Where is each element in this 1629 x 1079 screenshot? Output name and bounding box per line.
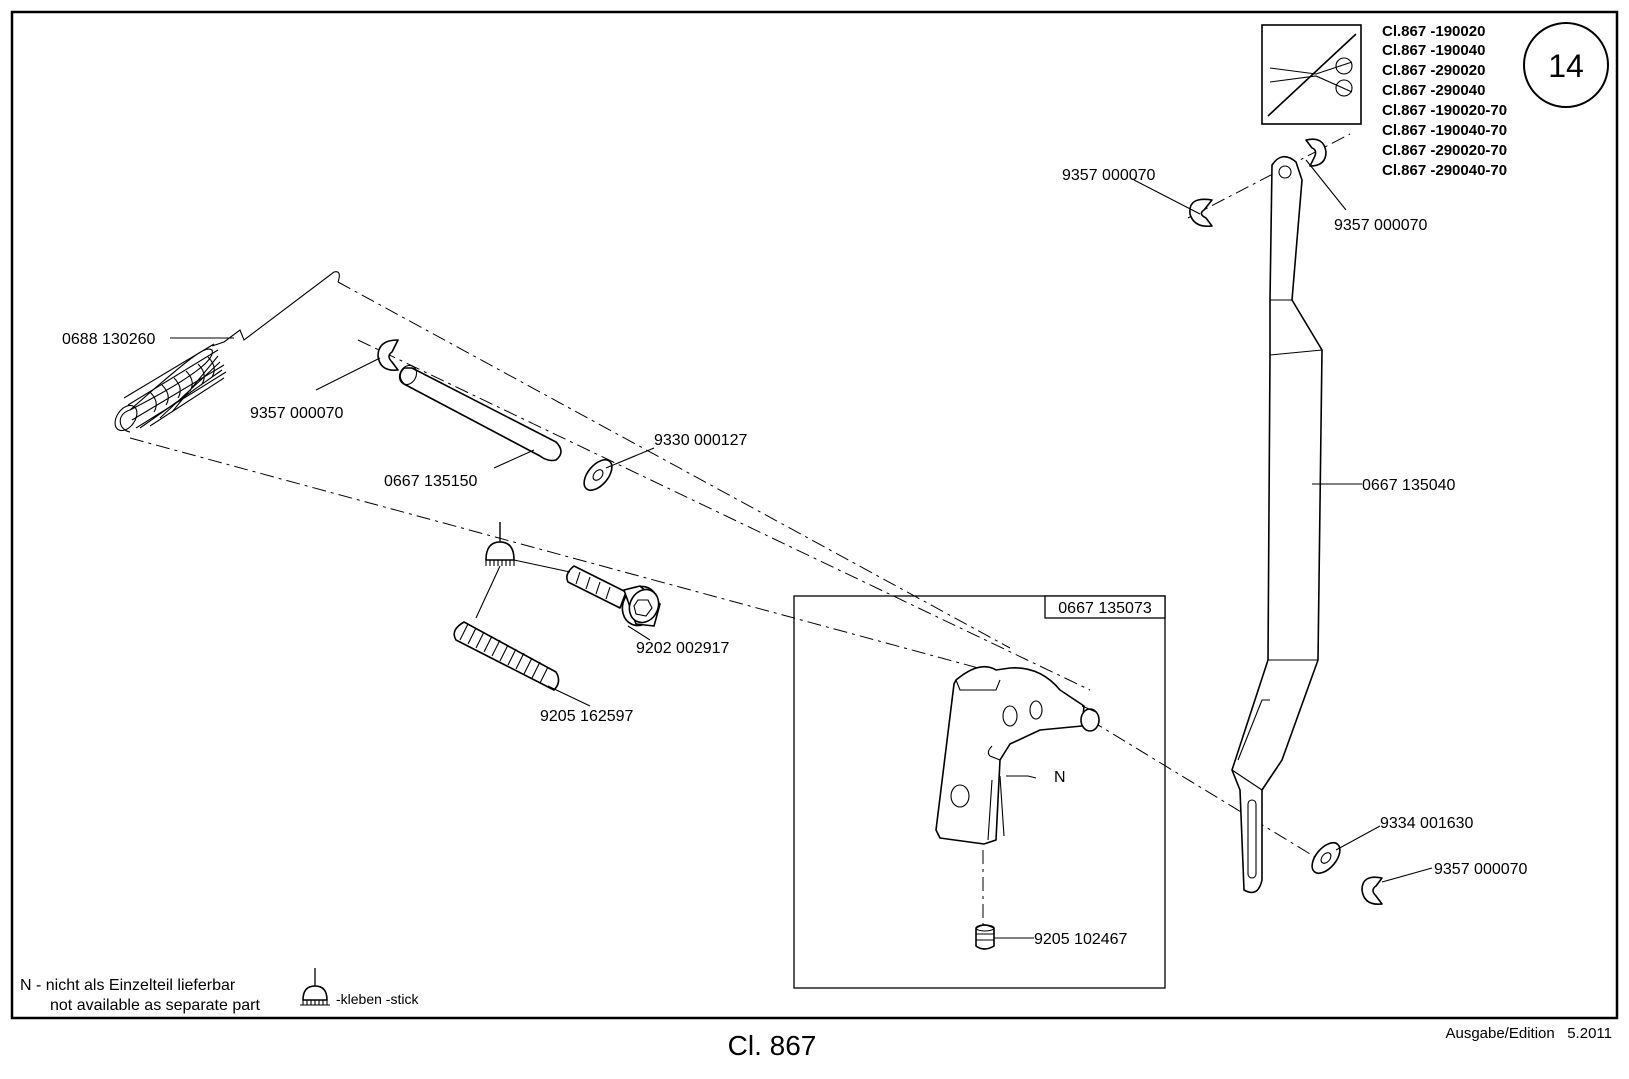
glue-legend-icon [300, 968, 330, 1006]
label-screw: 9202 002917 [636, 640, 730, 657]
spring-part [114, 271, 340, 433]
washer-pin [583, 458, 613, 492]
machine-class-item: Cl.867 -190020 [1382, 23, 1485, 40]
label-washer-pin: 9330 000127 [654, 432, 748, 449]
machine-class-item: Cl.867 -290040 [1382, 82, 1485, 99]
legend: N - nicht als Einzelteil lieferbar not a… [20, 968, 419, 1014]
label-spring: 0688 130260 [62, 331, 156, 348]
machine-class-item: Cl.867 -190040 [1382, 42, 1485, 59]
label-clip-top-left: 9357 000070 [1062, 167, 1156, 184]
lever-part [1231, 155, 1323, 894]
machine-class-item: Cl.867 -290020 [1382, 62, 1485, 79]
pin-part [398, 364, 562, 462]
label-n-marker: N [1054, 769, 1066, 786]
footer-title: Cl. 867 [728, 1030, 817, 1061]
e-clip-lever [1361, 876, 1383, 906]
stud-part [453, 621, 560, 691]
machine-class-item: Cl.867 -290020-70 [1382, 142, 1507, 159]
label-clip-top-right: 9357 000070 [1334, 217, 1428, 234]
e-clip-top-left [1189, 198, 1213, 228]
cutter-symbol-icon [1261, 24, 1362, 125]
legend-glue: -kleben -stick [336, 991, 419, 1007]
machine-class-list: Cl.867 -190020 Cl.867 -190040 Cl.867 -29… [1382, 23, 1507, 179]
machine-class-item: Cl.867 -190040-70 [1382, 122, 1507, 139]
e-clip-pin [377, 339, 399, 372]
footer-edition: Ausgabe/Edition 5.2011 [1445, 1025, 1612, 1042]
machine-class-item: Cl.867 -190020-70 [1382, 102, 1507, 119]
set-screw-part [975, 924, 995, 950]
label-lever: 0667 135040 [1362, 477, 1456, 494]
label-stud: 9205 162597 [540, 708, 634, 725]
e-clip-top-right [1305, 138, 1327, 167]
washer-lever [1311, 841, 1341, 875]
label-pin: 0667 135150 [384, 473, 478, 490]
page-number: 14 [1548, 48, 1584, 84]
legend-n-line1: N - nicht als Einzelteil lieferbar [20, 977, 236, 994]
label-clip-pin: 9357 000070 [250, 405, 344, 422]
page-number-badge: 14 [1523, 22, 1609, 108]
label-set-screw: 9205 102467 [1034, 931, 1128, 948]
glue-symbol-icon [485, 522, 515, 566]
assembly-box: 0667 135073 [793, 595, 1166, 989]
assembly-axis-lines [129, 133, 1351, 925]
assembly-label: 0667 135073 [1058, 600, 1152, 617]
leader-lines [170, 159, 1433, 939]
label-clip-lever: 9357 000070 [1434, 861, 1528, 878]
screw-part [566, 565, 661, 627]
bracket-part [935, 665, 1100, 845]
machine-class-item: Cl.867 -290040-70 [1382, 162, 1507, 179]
legend-n-line2: not available as separate part [50, 997, 260, 1014]
label-washer-lever: 9334 001630 [1380, 815, 1474, 832]
drawing-frame [10, 10, 1619, 1020]
